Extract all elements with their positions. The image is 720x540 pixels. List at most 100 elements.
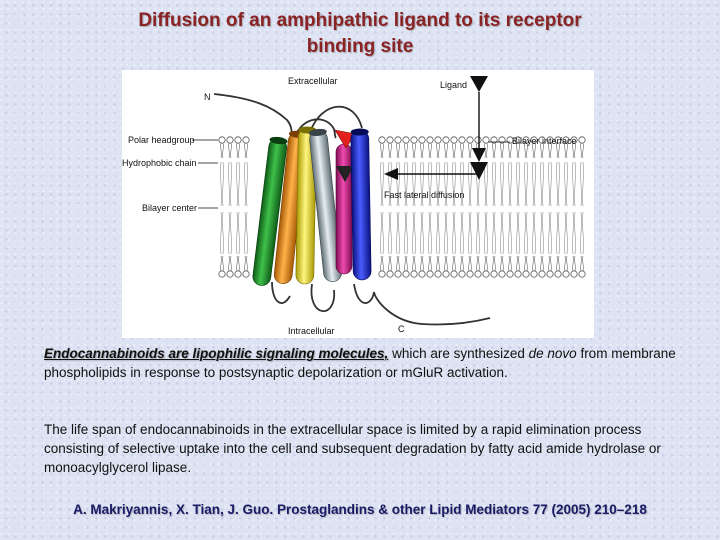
- lipid-upper: [378, 136, 386, 159]
- lipid-upper: [450, 136, 458, 159]
- lipid-tail-upper: [508, 161, 512, 207]
- label-n-terminus: N: [204, 92, 211, 102]
- lipid-lower: [506, 255, 514, 278]
- lipid-tail-lower: [516, 211, 520, 255]
- lipid-tail-lower: [404, 211, 408, 255]
- lower-leaflet: [218, 211, 586, 278]
- lipid-tail-upper: [540, 161, 544, 207]
- label-hydrophobic-chain: Hydrophobic chain: [122, 158, 197, 168]
- lipid-tail-upper: [244, 161, 248, 207]
- lipid-upper: [410, 136, 418, 159]
- lipid-lower: [458, 255, 466, 278]
- lipid-upper: [418, 136, 426, 159]
- lipid-lower: [434, 255, 442, 278]
- helix-blue: [350, 128, 372, 281]
- lipid-lower: [562, 255, 570, 278]
- lipid-lower: [450, 255, 458, 278]
- lipid-tail-lower: [468, 211, 472, 255]
- lipid-tail-upper: [236, 161, 240, 207]
- transmembrane-helices: [252, 126, 372, 286]
- paragraph-italic-de-novo: de novo: [528, 346, 577, 361]
- lipid-tail-upper: [460, 161, 464, 207]
- citation: A. Makriyannis, X. Tian, J. Guo. Prostag…: [73, 502, 647, 517]
- lipid-upper: [386, 136, 394, 159]
- lipid-upper: [234, 136, 242, 159]
- lipid-tail-upper: [500, 161, 504, 207]
- lipid-upper: [394, 136, 402, 159]
- lipid-tail-upper: [484, 161, 488, 207]
- lipid-tail-lower: [460, 211, 464, 255]
- lipid-tail-lower: [444, 211, 448, 255]
- label-polar-headgroup: Polar headgroup: [128, 135, 195, 145]
- lipid-tail-upper: [444, 161, 448, 207]
- lipid-tail-upper: [420, 161, 424, 207]
- lipid-tail-lower: [500, 211, 504, 255]
- lipid-tail-lower: [580, 211, 584, 255]
- lipid-tail-upper: [564, 161, 568, 207]
- paragraph-endocannabinoid-synthesis: Endocannabinoids are lipophilic signalin…: [44, 344, 684, 382]
- lipid-tail-lower: [548, 211, 552, 255]
- ligand-triangle-top: [470, 76, 488, 92]
- lipid-tail-upper: [556, 161, 560, 207]
- lipid-tail-lower: [532, 211, 536, 255]
- protein-loops: [213, 93, 491, 326]
- lipid-tail-lower: [420, 211, 424, 255]
- lipid-tail-upper: [572, 161, 576, 207]
- ligand-in-membrane: [334, 129, 356, 182]
- upper-leaflet: [218, 136, 586, 207]
- lipid-lower: [218, 255, 226, 278]
- title-line-2: binding site: [306, 36, 414, 57]
- lipid-lower: [386, 255, 394, 278]
- lipid-tail-upper: [524, 161, 528, 207]
- lipid-tail-lower: [244, 211, 248, 255]
- helix-gray: [308, 128, 342, 282]
- lipid-upper: [578, 136, 586, 159]
- lipid-tail-lower: [524, 211, 528, 255]
- lipid-tail-upper: [516, 161, 520, 207]
- lipid-upper: [466, 136, 474, 159]
- lipid-lower: [490, 255, 498, 278]
- label-fast-lateral-diffusion: Fast lateral diffusion: [384, 190, 464, 200]
- lipid-upper: [242, 136, 250, 159]
- lipid-upper: [218, 136, 226, 159]
- c-terminus-loop: [353, 283, 491, 326]
- lipid-upper: [426, 136, 434, 159]
- n-terminus-loop: [213, 93, 295, 141]
- helix-magenta: [335, 143, 353, 275]
- lipid-tail-upper: [492, 161, 496, 207]
- lipid-tail-lower: [572, 211, 576, 255]
- ligand-pathway: [384, 76, 488, 180]
- lipid-tail-lower: [428, 211, 432, 255]
- extracellular-loop-2: [309, 105, 363, 133]
- lipid-lower: [498, 255, 506, 278]
- lipid-tail-lower: [556, 211, 560, 255]
- lipid-lower: [466, 255, 474, 278]
- title-line-1: Diffusion of an amphipathic ligand to it…: [138, 10, 582, 31]
- lipid-tail-lower: [436, 211, 440, 255]
- lipid-tail-upper: [404, 161, 408, 207]
- lipid-tail-lower: [564, 211, 568, 255]
- lipid-lower: [538, 255, 546, 278]
- receptor-diagram: Extracellular N Ligand Polar headgroup H…: [122, 70, 594, 338]
- label-extracellular: Extracellular: [288, 76, 338, 86]
- lipid-tail-upper: [468, 161, 472, 207]
- lipid-upper: [442, 136, 450, 159]
- lipid-tail-lower: [452, 211, 456, 255]
- lipid-upper: [490, 136, 498, 159]
- lipid-tail-upper: [532, 161, 536, 207]
- lipid-lower: [482, 255, 490, 278]
- ligand-triangle-interface: [470, 162, 488, 180]
- lipid-lower: [402, 255, 410, 278]
- label-bilayer-center: Bilayer center: [142, 203, 197, 213]
- lipid-upper: [458, 136, 466, 159]
- lipid-upper: [498, 136, 506, 159]
- lipid-lower: [554, 255, 562, 278]
- lipid-lower: [410, 255, 418, 278]
- lipid-tail-lower: [492, 211, 496, 255]
- lipid-tail-lower: [508, 211, 512, 255]
- paragraph-text-2: which are synthesized: [388, 346, 529, 361]
- label-bilayer-interface: Bilayer interface: [512, 136, 577, 146]
- lipid-lower: [546, 255, 554, 278]
- receptor-diagram-svg: Extracellular N Ligand Polar headgroup H…: [122, 76, 586, 336]
- lipid-lower: [418, 255, 426, 278]
